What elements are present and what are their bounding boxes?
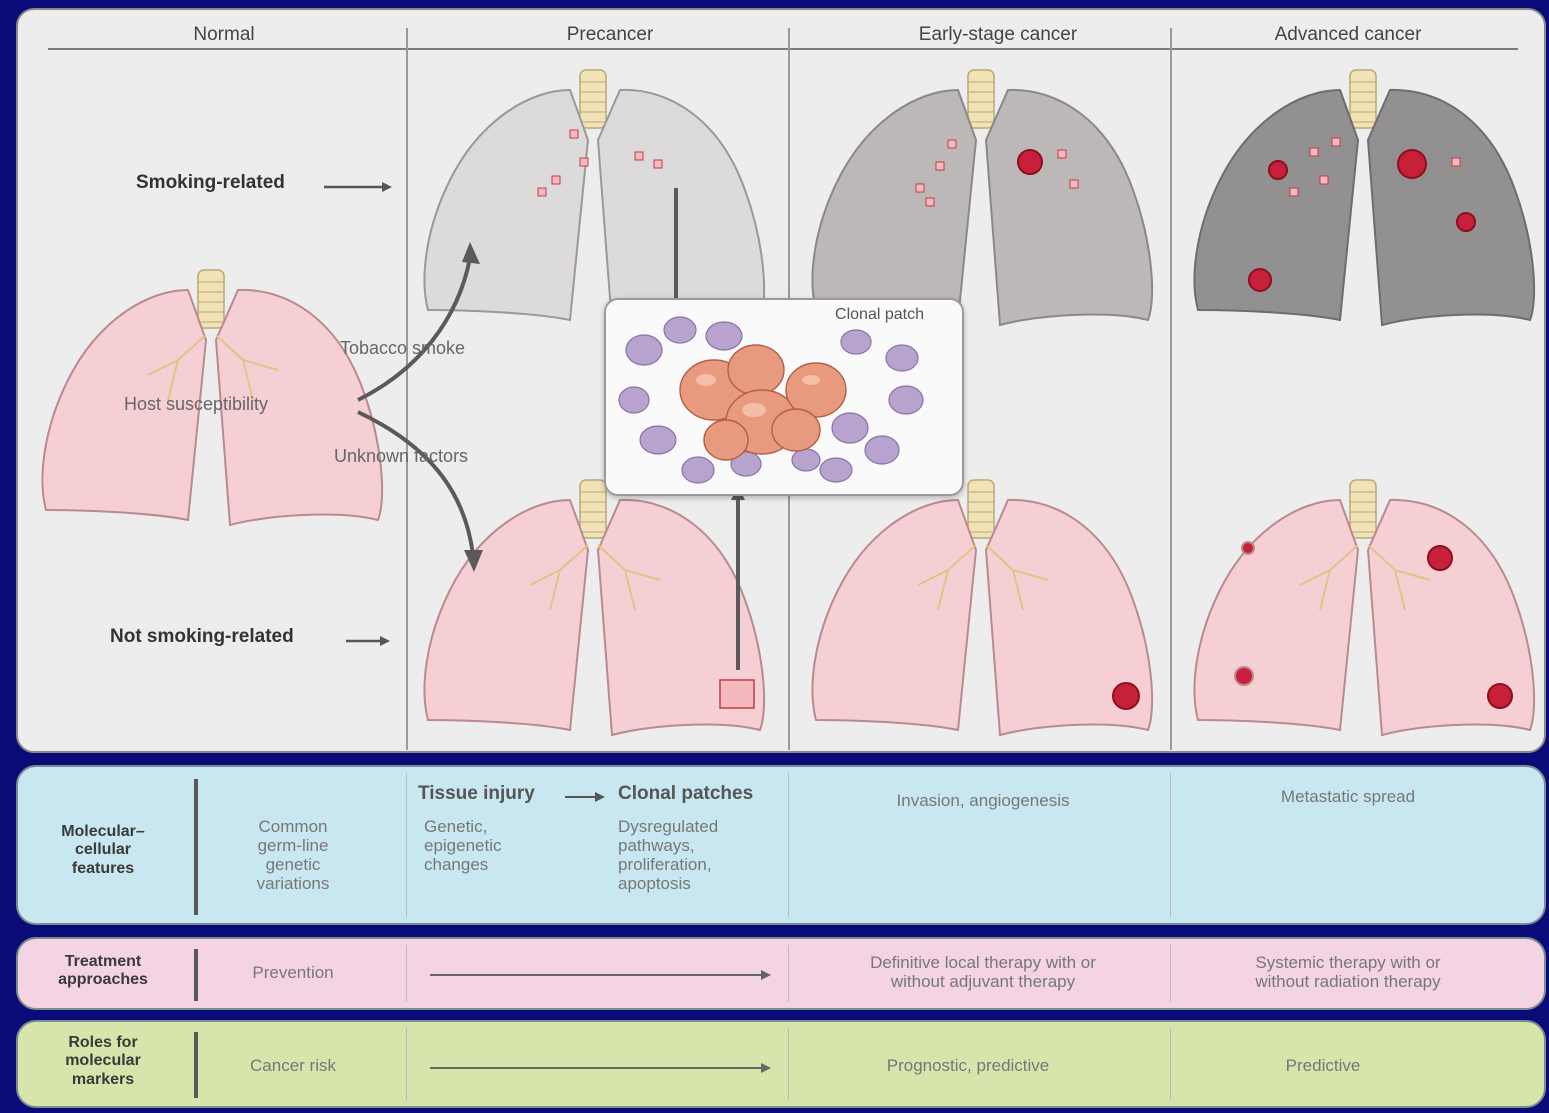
treatment-approaches-band: Treatment approaches Prevention Definiti…	[16, 937, 1546, 1010]
band-divider	[406, 1028, 407, 1100]
host-susceptibility-label: Host susceptibility	[124, 394, 268, 415]
treatment-band-label: Treatment approaches	[28, 953, 178, 990]
band-divider	[406, 773, 407, 917]
markers-band-label: Roles for molecular markers	[28, 1034, 178, 1089]
band-separator	[194, 779, 198, 915]
clonal-patch-inset: Clonal patch	[604, 298, 964, 496]
treatment-early-cell: Definitive local therapy with or without…	[808, 953, 1158, 991]
cell-cluster-illustration	[606, 300, 962, 494]
markers-normal-cell: Cancer risk	[218, 1056, 368, 1075]
diagram-frame: Normal Precancer Early-stage cancer Adva…	[16, 8, 1546, 1108]
right-arrow-icon	[563, 791, 607, 803]
band-divider	[1170, 1028, 1171, 1100]
precancer-nonsmoking-lungs	[424, 480, 764, 735]
advanced-nonsmoking-lungs	[1194, 480, 1534, 735]
molecular-markers-band: Roles for molecular markers Cancer risk …	[16, 1020, 1546, 1108]
tissue-injury-cell: Genetic, epigenetic changes	[424, 817, 502, 874]
early-nonsmoking-lungs	[812, 480, 1152, 735]
progression-illustration-panel: Normal Precancer Early-stage cancer Adva…	[16, 8, 1546, 753]
precancer-smoking-lungs	[424, 70, 764, 325]
panel-bottom-rule	[128, 752, 1438, 753]
band-separator	[194, 1032, 198, 1098]
band-divider	[788, 1028, 789, 1100]
advanced-smoking-lungs	[1194, 70, 1534, 325]
clonal-patches-heading: Clonal patches	[618, 783, 753, 804]
treatment-advanced-cell: Systemic therapy with or without radiati…	[1178, 953, 1518, 991]
early-smoking-lungs	[812, 70, 1152, 325]
unknown-factors-label: Unknown factors	[334, 446, 468, 467]
tobacco-smoke-label: Tobacco smoke	[340, 338, 465, 359]
band-divider	[406, 945, 407, 1002]
molecular-cellular-band: Molecular– cellular features Common germ…	[16, 765, 1546, 925]
continuation-arrow-icon	[428, 1062, 773, 1074]
band-separator	[194, 949, 198, 1001]
molecular-early-cell: Invasion, angiogenesis	[808, 791, 1158, 810]
band-divider	[1170, 945, 1171, 1002]
markers-advanced-cell: Predictive	[1178, 1056, 1468, 1075]
molecular-band-label: Molecular– cellular features	[28, 823, 178, 878]
clonal-patches-cell: Dysregulated pathways, proliferation, ap…	[618, 817, 718, 893]
tissue-injury-heading: Tissue injury	[418, 783, 535, 804]
treatment-normal-cell: Prevention	[218, 963, 368, 982]
band-divider	[1170, 773, 1171, 917]
molecular-normal-cell: Common germ-line genetic variations	[218, 817, 368, 893]
molecular-advanced-cell: Metastatic spread	[1178, 787, 1518, 806]
continuation-arrow-icon	[428, 969, 773, 981]
markers-early-cell: Prognostic, predictive	[808, 1056, 1128, 1075]
band-divider	[788, 945, 789, 1002]
band-divider	[788, 773, 789, 917]
